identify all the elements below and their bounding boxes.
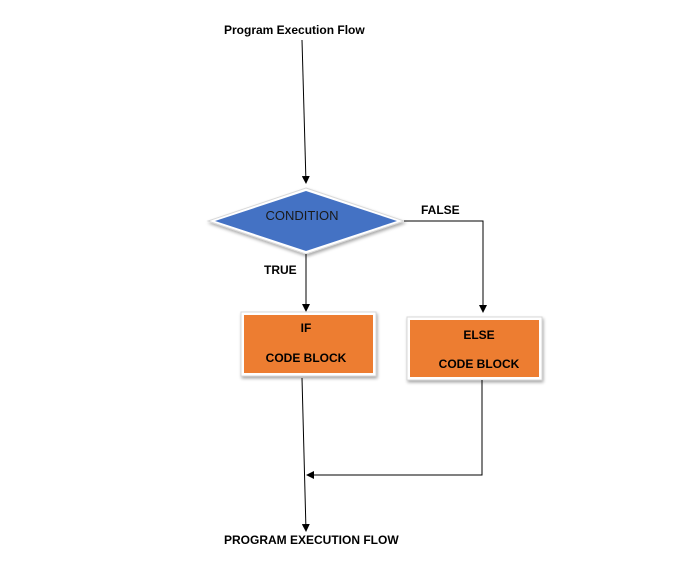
arrow-if-to-end (301, 377, 310, 532)
if-block-line1: IF (301, 321, 312, 335)
arrow-false-branch (404, 220, 487, 313)
arrow-else-merge (306, 380, 483, 479)
bottom-flow-label: PROGRAM EXECUTION FLOW (224, 533, 399, 547)
if-block-line2: CODE BLOCK (266, 351, 347, 365)
else-block-line1: ELSE (463, 328, 494, 342)
else-block-line2: CODE BLOCK (439, 357, 520, 371)
if-code-block: IF CODE BLOCK (240, 311, 377, 377)
else-code-block: ELSE CODE BLOCK (406, 316, 543, 381)
true-label: TRUE (264, 263, 297, 277)
arrow-start-to-condition (301, 39, 310, 184)
top-flow-label: Program Execution Flow (224, 23, 365, 37)
condition-label: CONDITION (266, 208, 339, 223)
condition-diamond: CONDITION (206, 187, 406, 255)
false-label: FALSE (421, 203, 460, 217)
